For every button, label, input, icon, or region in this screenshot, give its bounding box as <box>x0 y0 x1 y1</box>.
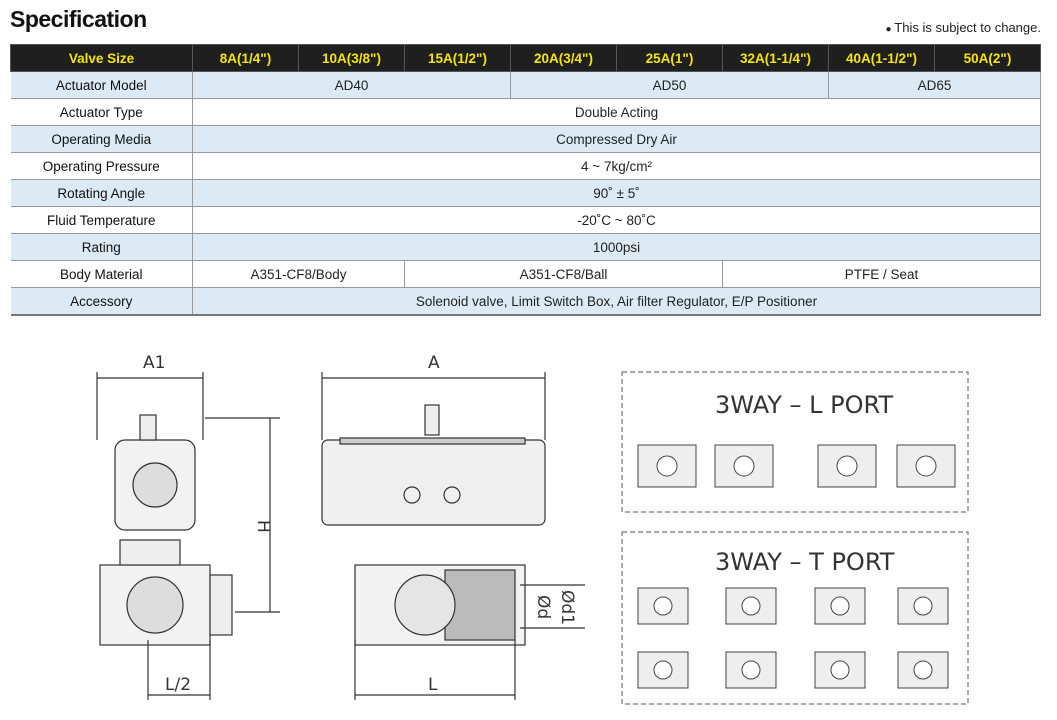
size-header: 32A(1-1/4") <box>722 44 829 72</box>
cell: A351-CF8/Body <box>192 260 405 288</box>
side-view-drawing <box>96 372 280 700</box>
l-port-box: 3WAY – L PORT <box>621 371 969 513</box>
change-note: This is subject to change. <box>885 20 1041 35</box>
dim-a1-label: A1 <box>143 353 165 373</box>
size-header: 8A(1/4") <box>192 44 299 72</box>
cell: Compressed Dry Air <box>192 125 1041 153</box>
size-header: 50A(2") <box>934 44 1041 72</box>
cell: AD40 <box>192 71 511 99</box>
size-header: 20A(3/4") <box>510 44 617 72</box>
row-label: Rotating Angle <box>10 179 193 207</box>
cell: AD65 <box>828 71 1041 99</box>
l-port-title: 3WAY – L PORT <box>715 391 893 419</box>
size-header: 40A(1-1/2") <box>828 44 935 72</box>
row-label: Fluid Temperature <box>10 206 193 234</box>
cell: AD50 <box>510 71 829 99</box>
size-header: 15A(1/2") <box>404 44 511 72</box>
row-label: Accessory <box>10 287 193 316</box>
front-view-drawing <box>321 372 585 700</box>
size-header: 25A(1") <box>616 44 723 72</box>
row-label: Operating Pressure <box>10 152 193 180</box>
cell: Solenoid valve, Limit Switch Box, Air fi… <box>192 287 1041 316</box>
cell: A351-CF8/Ball <box>404 260 723 288</box>
page-title: Specification <box>10 6 147 32</box>
table-row: Fluid Temperature-20˚C ~ 80˚C <box>10 206 1041 234</box>
cell: Double Acting <box>192 98 1041 126</box>
cell: 90˚ ± 5˚ <box>192 179 1041 207</box>
dim-d-label: Ød <box>533 595 553 619</box>
dim-a-label: A <box>428 353 440 373</box>
l-port-diagrams <box>637 444 956 488</box>
valve-size-header: Valve Size <box>10 44 193 72</box>
specification-table: Valve Size 8A(1/4") 10A(3/8") 15A(1/2") … <box>10 44 1041 316</box>
row-label: Actuator Type <box>10 98 193 126</box>
cell: 4 ~ 7kg/cm² <box>192 152 1041 180</box>
header-row: Valve Size 8A(1/4") 10A(3/8") 15A(1/2") … <box>10 44 1041 72</box>
row-label: Actuator Model <box>10 71 193 99</box>
t-port-diagrams <box>637 587 949 689</box>
cell: PTFE / Seat <box>722 260 1041 288</box>
table-row: Body Material A351-CF8/Body A351-CF8/Bal… <box>10 260 1041 288</box>
dim-l-label: L <box>428 675 438 695</box>
valve-drawings: A1 H L/2 A Ød Ød1 L 3WAY – L PORT 3WAY –… <box>96 353 969 705</box>
row-label: Operating Media <box>10 125 193 153</box>
dim-d1-label: Ød1 <box>557 590 577 625</box>
t-port-title: 3WAY – T PORT <box>715 548 895 576</box>
row-label: Rating <box>10 233 193 261</box>
cell: -20˚C ~ 80˚C <box>192 206 1041 234</box>
dim-l-half-label: L/2 <box>165 675 191 695</box>
cell: 1000psi <box>192 233 1041 261</box>
dim-h-label: H <box>253 520 273 533</box>
size-header: 10A(3/8") <box>298 44 405 72</box>
table-row: Actuator Model AD40 AD50 AD65 <box>10 71 1041 99</box>
t-port-box: 3WAY – T PORT <box>621 531 969 705</box>
row-label: Body Material <box>10 260 193 288</box>
